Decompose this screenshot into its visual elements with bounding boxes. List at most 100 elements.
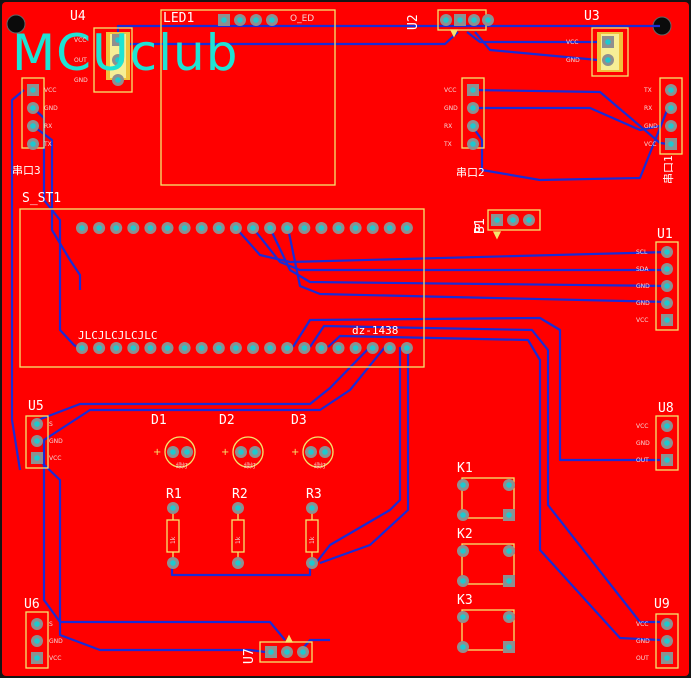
pad-hole bbox=[352, 225, 359, 231]
u9-pin-label: VCC bbox=[636, 621, 649, 628]
pad-hole bbox=[284, 225, 291, 231]
pad-hole bbox=[79, 225, 85, 231]
d2-outline bbox=[232, 436, 264, 468]
b1-outline bbox=[487, 209, 541, 231]
pad-hole bbox=[34, 455, 40, 461]
pad-hole bbox=[460, 614, 466, 620]
pad-hole bbox=[235, 505, 241, 511]
pad-hole bbox=[664, 655, 670, 661]
pad-hole bbox=[457, 17, 463, 23]
resistor-value-label: 1k bbox=[235, 536, 242, 544]
pad-hole bbox=[301, 225, 308, 231]
pad-hole bbox=[113, 225, 119, 231]
pad-hole bbox=[268, 649, 274, 655]
mounting-holes bbox=[6, 14, 672, 36]
pad-hole bbox=[668, 141, 674, 147]
k3-outline bbox=[461, 609, 515, 651]
pad-hole bbox=[664, 621, 670, 627]
resistor-value-label: 1k bbox=[309, 536, 316, 544]
pad-hole bbox=[30, 105, 36, 111]
pad-hole bbox=[115, 77, 121, 83]
u5-pin-label: VCC bbox=[49, 455, 62, 462]
u1-pin-label: SCL bbox=[636, 249, 648, 256]
b-marker: B bbox=[474, 222, 481, 235]
pad-hole bbox=[668, 123, 674, 129]
pad-hole bbox=[250, 345, 256, 351]
pad-hole bbox=[113, 345, 119, 351]
pad-hole bbox=[284, 345, 291, 351]
u1-pin-label: VCC bbox=[636, 317, 649, 324]
pad-hole bbox=[170, 560, 176, 566]
chuankou3-pin-label: TX bbox=[44, 141, 52, 148]
pad-hole bbox=[309, 505, 315, 511]
chuankou2-pin-label: VCC bbox=[444, 87, 457, 94]
chuankou3-pin-label: RX bbox=[44, 123, 53, 130]
pad-hole bbox=[470, 141, 476, 147]
pad-hole bbox=[250, 225, 256, 231]
chuankou1-outline bbox=[659, 77, 683, 155]
pad-hole bbox=[79, 345, 85, 351]
pad-hole bbox=[130, 345, 137, 351]
pad-hole bbox=[30, 87, 36, 93]
pad-hole bbox=[221, 17, 227, 23]
pad-hole bbox=[460, 512, 466, 518]
pad-hole bbox=[181, 345, 188, 351]
pad-hole bbox=[369, 225, 376, 231]
pad-hole bbox=[181, 225, 188, 231]
u6-designator: U6 bbox=[24, 597, 40, 612]
led-color-label: 绿灯 bbox=[176, 463, 189, 470]
pad-hole bbox=[309, 560, 315, 566]
pad-hole bbox=[238, 449, 244, 455]
pad-hole bbox=[664, 283, 670, 289]
u5-pin-label: S bbox=[49, 421, 53, 428]
pad-hole bbox=[404, 345, 410, 351]
pad-hole bbox=[335, 225, 342, 231]
pad-hole bbox=[506, 512, 512, 518]
pad-hole bbox=[237, 17, 243, 23]
u3-pin-label: VCC bbox=[566, 39, 579, 46]
copper-traces bbox=[10, 24, 670, 654]
pad-hole bbox=[267, 345, 273, 351]
r3-designator: R3 bbox=[306, 487, 322, 502]
u8-pin-label: GND bbox=[636, 440, 650, 447]
pad-hole bbox=[460, 548, 466, 554]
pad-hole bbox=[506, 578, 512, 584]
pad-hole bbox=[404, 225, 410, 231]
pad-hole bbox=[664, 440, 670, 446]
pad-hole bbox=[170, 505, 176, 511]
pad-hole bbox=[318, 345, 325, 351]
led1-designator: LED1 bbox=[163, 11, 195, 26]
pad-hole bbox=[198, 345, 205, 351]
pad-hole bbox=[668, 105, 674, 111]
chuankou2-pin-label: RX bbox=[444, 123, 453, 130]
mcuclub-logo: MCUclub bbox=[12, 24, 239, 82]
pad-hole bbox=[147, 225, 154, 231]
pad-hole bbox=[506, 614, 512, 620]
pad-hole bbox=[269, 17, 275, 23]
pad-hole bbox=[115, 37, 121, 43]
chuankou1-pin-label: GND bbox=[644, 123, 658, 130]
u9-outline bbox=[655, 613, 679, 669]
pad-hole bbox=[443, 17, 449, 23]
s-st1-outline bbox=[19, 208, 425, 368]
chuankou1-label: 串口1 bbox=[662, 155, 675, 184]
pad-hole bbox=[470, 87, 476, 93]
d1-designator: D1 bbox=[151, 413, 167, 428]
chuankou2-pin-label: GND bbox=[444, 105, 458, 112]
pad-hole bbox=[322, 449, 328, 455]
dz-text: dz-1438 bbox=[352, 324, 399, 337]
chuankou2-pin-label: TX bbox=[444, 141, 452, 148]
pad-hole bbox=[252, 449, 258, 455]
led1-outline bbox=[160, 9, 336, 186]
u8-pin-label: VCC bbox=[636, 423, 649, 430]
pad-hole bbox=[470, 105, 476, 111]
pad-hole bbox=[510, 217, 516, 223]
pad-hole bbox=[267, 225, 273, 231]
pad-hole bbox=[284, 649, 290, 655]
u6-pin-label: GND bbox=[49, 638, 63, 645]
pad-hole bbox=[170, 449, 176, 455]
pad-hole bbox=[664, 457, 670, 463]
pad-hole bbox=[471, 17, 477, 23]
pad-hole bbox=[664, 423, 670, 429]
pad-hole bbox=[216, 345, 222, 351]
